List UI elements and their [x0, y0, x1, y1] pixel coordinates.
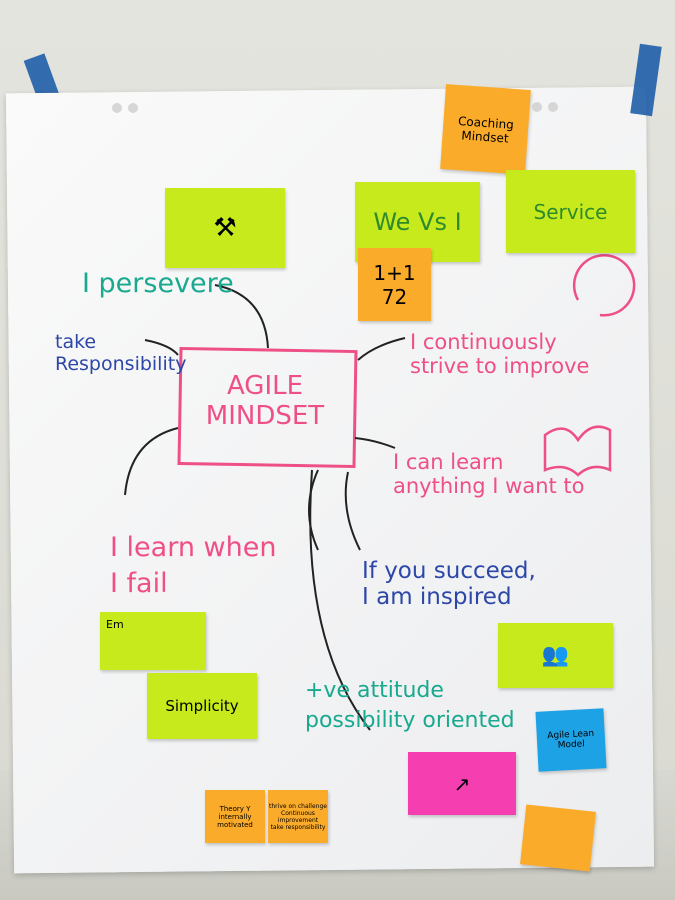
phrase-improve: I continuously strive to improve	[410, 330, 590, 379]
phrase-succeed: If you succeed, I am inspired	[362, 558, 536, 611]
sticky-em: Em	[100, 612, 206, 670]
arrow	[144, 339, 179, 356]
sticky-agile-lean-model: Agile Lean Model	[535, 708, 607, 772]
arrow	[214, 284, 269, 349]
sticky-coaching-mindset: Coaching Mindset	[440, 84, 531, 175]
sticky-pink-drawing: ↗	[408, 752, 516, 815]
arrow	[124, 427, 179, 496]
arrow	[309, 469, 371, 731]
book-icon	[543, 425, 612, 477]
rising-arrow-icon: ↗	[453, 771, 471, 796]
sticky-orange-bottom	[520, 804, 596, 872]
sticky-simplicity: Simplicity	[147, 673, 257, 739]
hammer-icon: ⚒	[213, 213, 237, 243]
people-icon: 👥	[541, 643, 570, 668]
sticky-theory-y: Theory Y internally motivated	[205, 790, 265, 843]
phrase-attitude: +ve attitude possibility oriented	[305, 678, 515, 733]
punch-hole	[128, 103, 138, 113]
sticky-one-plus-one: 1+1 72	[358, 248, 431, 321]
phrase-responsibility: take Responsibility	[55, 331, 187, 375]
arrow	[344, 471, 361, 551]
sticky-thrive: thrive on challenge Continuous improveme…	[268, 790, 328, 843]
punch-hole	[532, 102, 542, 112]
cycle-icon	[572, 254, 636, 317]
arrow	[308, 469, 319, 551]
phrase-learn-fail: I learn when I fail	[110, 532, 277, 600]
punch-hole	[112, 103, 122, 113]
phrase-learn-anything: I can learn anything I want to	[393, 450, 585, 499]
sticky-team-drawing: 👥	[498, 623, 613, 688]
center-title: AGILE MINDSET	[205, 371, 325, 431]
center-box	[177, 346, 358, 469]
sticky-service: Service	[506, 170, 635, 253]
arrow	[354, 437, 396, 449]
hammer-sticky-note: ⚒	[165, 188, 285, 268]
punch-hole	[548, 102, 558, 112]
phrase-persevere: I persevere	[82, 268, 234, 299]
arrow	[357, 337, 406, 361]
